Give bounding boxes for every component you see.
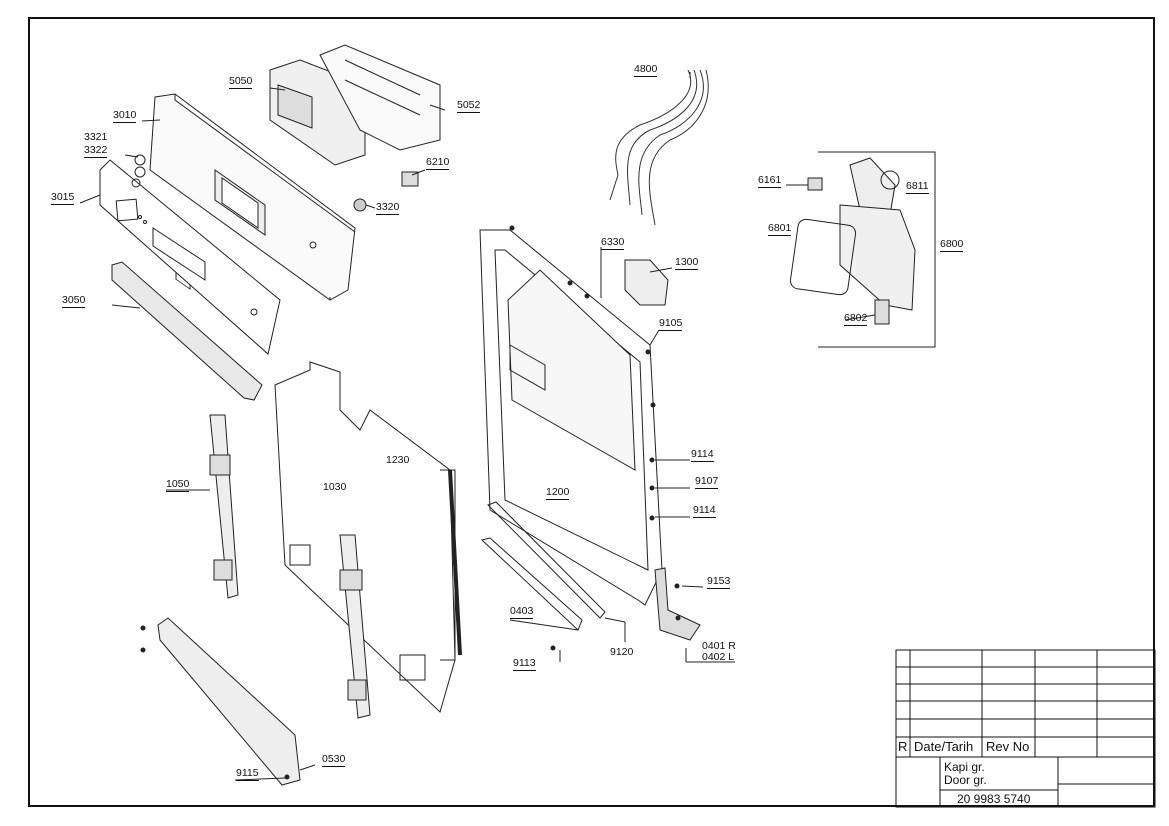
part-label-0403: 0403 <box>510 605 534 619</box>
part-label-9115: 9115 <box>236 767 259 781</box>
part-label-1300: 1300 <box>675 256 699 270</box>
title-block-date-label: Date/Tarih <box>914 739 974 754</box>
title-block-name-tr: Kapi gr. <box>944 760 985 774</box>
hinge-shape <box>654 567 701 641</box>
part-label-6161: 6161 <box>758 174 782 188</box>
part-label-3322: 3322 <box>84 144 108 158</box>
part-label-4800: 4800 <box>634 63 658 77</box>
title-block-rev-no-label: Rev No <box>986 739 1030 754</box>
part-label-5052: 5052 <box>457 99 481 113</box>
part-label-6330: 6330 <box>601 236 625 250</box>
part-label-9153: 9153 <box>707 575 731 589</box>
part-label-3321: 3321 <box>84 131 108 143</box>
part-label-9113: 9113 <box>513 657 536 671</box>
part-label-5050: 5050 <box>229 75 253 89</box>
part-label-9114-top: 9114 <box>691 448 714 462</box>
cable-harness-shape <box>609 69 709 226</box>
strip-shape <box>111 261 263 401</box>
dispenser-assembly-shape <box>789 151 936 348</box>
part-label-3050: 3050 <box>62 294 86 308</box>
handle-shape <box>157 617 301 786</box>
door-outer-shape <box>274 361 462 713</box>
title-block-name-en: Door gr. <box>944 773 987 787</box>
screw-shapes <box>140 225 681 780</box>
part-label-6210: 6210 <box>426 156 450 170</box>
latch-shape <box>624 259 669 306</box>
part-label-9114-bottom: 9114 <box>693 504 716 518</box>
part-label-1230: 1230 <box>386 454 410 466</box>
part-label-1200: 1200 <box>546 486 570 500</box>
part-6210-shape <box>401 171 419 187</box>
front-panel-shape <box>99 159 281 355</box>
part-label-3320: 3320 <box>376 201 400 215</box>
part-label-9120: 9120 <box>610 646 634 658</box>
part-label-3010: 3010 <box>113 109 137 123</box>
part-label-1030: 1030 <box>323 481 347 493</box>
leader-lines <box>79 72 876 781</box>
door-inner-shape <box>479 229 663 606</box>
part-label-3015: 3015 <box>51 191 75 205</box>
part-label-6801: 6801 <box>768 222 792 236</box>
title-block-drawing-number: 20 9983 5740 <box>957 792 1031 806</box>
part-label-0530: 0530 <box>322 753 346 767</box>
part-label-6811: 6811 <box>906 180 929 194</box>
hinge-rail-right-shape <box>339 534 371 719</box>
electronic-module-shape <box>269 44 441 166</box>
part-label-6802: 6802 <box>844 312 868 326</box>
part-label-6800: 6800 <box>940 238 964 252</box>
part-label-1050: 1050 <box>166 478 190 492</box>
part-label-9107: 9107 <box>695 475 719 489</box>
part-label-0402: 0402 L <box>702 651 735 663</box>
hinge-rail-left-shape <box>209 414 239 599</box>
part-label-9105: 9105 <box>659 317 683 331</box>
part-label-0401: 0401 R <box>702 640 736 652</box>
title-block-lines <box>895 649 1156 808</box>
seal-strips-shape <box>480 501 606 631</box>
title-block-rev-col: R <box>898 739 908 754</box>
drawing-frame <box>28 17 1155 807</box>
